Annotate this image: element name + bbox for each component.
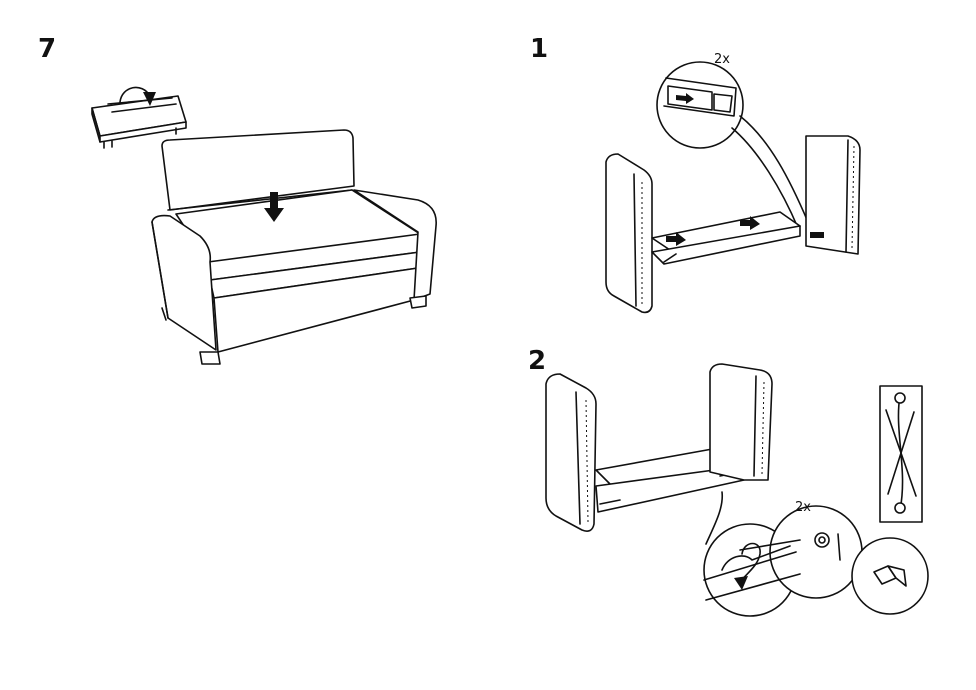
step-2-number: 2: [528, 346, 547, 376]
step-1-number: 1: [530, 34, 549, 64]
step-7-number: 7: [38, 34, 57, 64]
detail-magnifier-2: [703, 491, 929, 617]
step-2-quantity-label: 2x: [795, 500, 811, 515]
step-1-quantity-label: 2x: [714, 52, 730, 67]
rotate-arrow-icon: [734, 542, 761, 590]
detail-magnifier-1: [656, 61, 809, 229]
down-arrow-icon: [264, 192, 284, 222]
slide-arrow-icon: [666, 216, 760, 246]
small-cushion-inset: [91, 95, 187, 149]
rotate-arrow-icon: [119, 86, 156, 106]
sofa-base-step1: [605, 135, 861, 314]
sofa-base-step2: [545, 363, 773, 532]
crossed-out-strap-icon: [879, 385, 923, 523]
sofa-bed-assembled: [151, 129, 437, 365]
